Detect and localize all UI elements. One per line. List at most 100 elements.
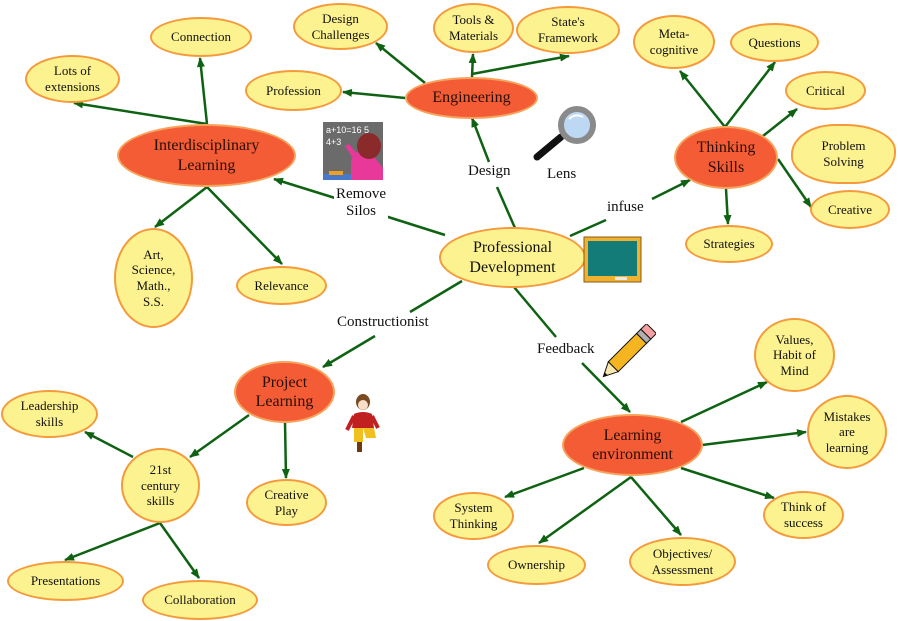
node-label: Lots of extensions	[45, 63, 100, 94]
node-label: Engineering	[432, 89, 511, 107]
node-ownership[interactable]: Ownership	[487, 545, 586, 585]
node-label: Values, Habit of Mind	[773, 331, 816, 378]
edge-21st-leadership	[84, 430, 134, 459]
node-creative-play[interactable]: Creative Play	[246, 479, 327, 526]
node-problem-solving[interactable]: Problem Solving	[791, 124, 896, 184]
node-presentations[interactable]: Presentations	[7, 561, 124, 601]
link-label-remove-silos: Remove Silos	[334, 186, 388, 221]
node-think-of-success[interactable]: Think of success	[763, 491, 844, 539]
node-label: System Thinking	[449, 500, 498, 531]
edge-center-design	[495, 186, 517, 229]
edge-interdisciplinary-art	[154, 186, 208, 228]
edge-design-engineering	[470, 117, 491, 163]
edge-engineering-design-challenges	[375, 42, 426, 84]
running-child-icon	[345, 394, 380, 452]
node-learning-environment[interactable]: Learning environment	[562, 414, 703, 476]
node-label: Strategies	[703, 236, 755, 252]
node-engineering[interactable]: Engineering	[405, 77, 538, 119]
edge-thinking-strategies	[723, 188, 732, 225]
node-project-learning[interactable]: Project Learning	[234, 361, 335, 423]
edge-project-21st	[189, 413, 250, 459]
edge-center-constructionist	[409, 279, 463, 314]
node-label: Relevance	[254, 277, 309, 293]
chalkboard-icon	[583, 236, 642, 283]
node-profession[interactable]: Profession	[245, 70, 342, 111]
node-label: Design Challenges	[311, 10, 370, 42]
node-label: Problem Solving	[821, 138, 866, 169]
edge-learning-think-success	[680, 466, 775, 500]
node-critical[interactable]: Critical	[785, 71, 866, 110]
edge-21st-collaboration	[158, 522, 201, 579]
node-relevance[interactable]: Relevance	[236, 266, 327, 305]
node-strategies[interactable]: Strategies	[685, 225, 773, 263]
edge-thinking-critical	[762, 108, 798, 137]
edge-center-infuse	[569, 218, 607, 238]
node-label: Interdisciplinary Learning	[153, 137, 260, 174]
link-label-constructionist: Constructionist	[335, 314, 431, 332]
node-leadership-skills[interactable]: Leadership skills	[1, 390, 98, 438]
node-label: Meta- cognitive	[649, 26, 699, 57]
node-values-habit-of-mind[interactable]: Values, Habit of Mind	[754, 318, 835, 392]
teacher-chalkboard-icon: a+10=16 5 4+3	[323, 122, 383, 180]
edge-21st-presentations	[64, 521, 161, 562]
node-art-science-math-ss[interactable]: Art, Science, Math., S.S.	[114, 228, 193, 328]
node-label: Critical	[806, 82, 845, 98]
node-objectives-assessment[interactable]: Objectives/ Assessment	[629, 537, 736, 586]
edge-project-creative-play	[281, 421, 290, 479]
edge-interdisciplinary-relevance	[206, 186, 283, 265]
node-system-thinking[interactable]: System Thinking	[433, 492, 514, 540]
node-21st-century-skills[interactable]: 21st century skills	[121, 448, 200, 523]
node-questions[interactable]: Questions	[730, 23, 819, 62]
node-label: 21st century skills	[141, 462, 180, 509]
edge-center-feedback	[513, 286, 557, 338]
node-collaboration[interactable]: Collaboration	[142, 580, 258, 620]
edge-silos-interdisciplinary	[273, 177, 336, 200]
node-states-framework[interactable]: State's Framework	[516, 6, 620, 54]
node-label: Learning environment	[592, 426, 673, 463]
edge-interdisciplinary-connection	[196, 57, 209, 125]
edge-learning-mistakes	[701, 429, 807, 447]
pencil-icon	[602, 324, 656, 378]
svg-text:4+3: 4+3	[326, 137, 341, 147]
node-tools-materials[interactable]: Tools & Materials	[433, 3, 514, 53]
edge-infuse-thinking	[651, 178, 691, 201]
link-label-feedback: Feedback	[535, 341, 597, 359]
node-creative[interactable]: Creative	[810, 190, 890, 229]
link-label-design: Design	[466, 163, 513, 181]
edge-engineering-framework	[471, 53, 570, 76]
node-connection[interactable]: Connection	[150, 17, 252, 57]
node-thinking-skills[interactable]: Thinking Skills	[674, 126, 778, 189]
node-label: Think of success	[780, 499, 827, 530]
node-professional-development[interactable]: Professional Development	[439, 227, 586, 288]
node-label: Art, Science, Math., S.S.	[131, 246, 176, 309]
node-label: Ownership	[507, 557, 566, 573]
edge-learning-system	[504, 466, 585, 499]
node-label: Creative	[827, 201, 873, 217]
edge-constructionist-project	[322, 334, 376, 369]
node-label: Profession	[266, 82, 321, 98]
node-label: Connection	[171, 29, 231, 45]
edge-thinking-questions	[724, 61, 776, 128]
node-mistakes-are-learning[interactable]: Mistakes are learning	[807, 395, 887, 469]
node-label: Questions	[748, 34, 801, 50]
node-label: Collaboration	[164, 592, 236, 608]
edge-center-silos	[384, 214, 446, 237]
edge-thinking-metacognitive	[679, 70, 726, 128]
edge-interdisciplinary-extensions	[73, 100, 208, 126]
node-lots-of-extensions[interactable]: Lots of extensions	[25, 55, 120, 103]
node-interdisciplinary-learning[interactable]: Interdisciplinary Learning	[117, 124, 296, 187]
svg-text:a+10=16 5: a+10=16 5	[326, 125, 369, 135]
node-design-challenges[interactable]: Design Challenges	[293, 3, 388, 50]
node-metacognitive[interactable]: Meta- cognitive	[633, 15, 715, 69]
node-label: Project Learning	[255, 373, 314, 410]
edge-engineering-profession	[342, 88, 406, 100]
edge-thinking-creative	[776, 158, 813, 208]
magnifying-glass-icon	[533, 106, 596, 161]
node-label: Thinking Skills	[696, 139, 756, 176]
node-label: Presentations	[30, 573, 101, 589]
node-label: Leadership skills	[20, 398, 79, 429]
node-label: Objectives/ Assessment	[651, 545, 714, 577]
node-label: Tools & Materials	[448, 12, 499, 43]
